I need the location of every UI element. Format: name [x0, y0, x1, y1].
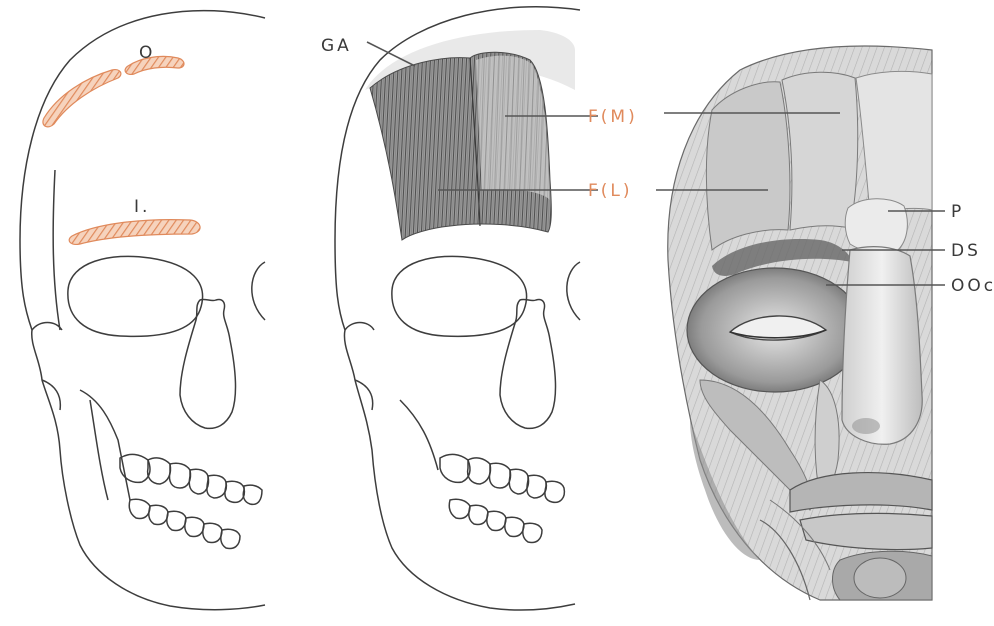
orbit-left [68, 256, 203, 336]
teeth-upper [120, 454, 262, 504]
face-muscle-panel: P DS OOc [656, 46, 994, 600]
p-label: P [951, 202, 964, 222]
fm-label: F(M) [588, 107, 638, 127]
ooc-label: OOc [951, 276, 994, 296]
skull-panel-frontalis: GA F(M) F(L) [321, 7, 638, 610]
procerus-muscle [845, 199, 907, 252]
origin-label: O [139, 43, 155, 63]
teeth-upper-2 [440, 454, 564, 502]
frontalis-band-1 [706, 82, 790, 250]
origin-area-left [43, 70, 121, 127]
teeth-lower-2 [449, 499, 542, 542]
fl-label: F(L) [588, 181, 633, 201]
ds-label: DS [951, 241, 981, 261]
ga-label: GA [321, 36, 352, 56]
teeth-lower [129, 499, 240, 548]
nasal-cavity [180, 299, 236, 428]
frontalis-band-2 [782, 72, 858, 230]
skull-panel-origins: O I. [20, 11, 265, 610]
ga-leader [367, 42, 415, 66]
nose [842, 247, 922, 445]
insertion-label: I. [134, 197, 150, 217]
insertion-area [69, 220, 200, 245]
